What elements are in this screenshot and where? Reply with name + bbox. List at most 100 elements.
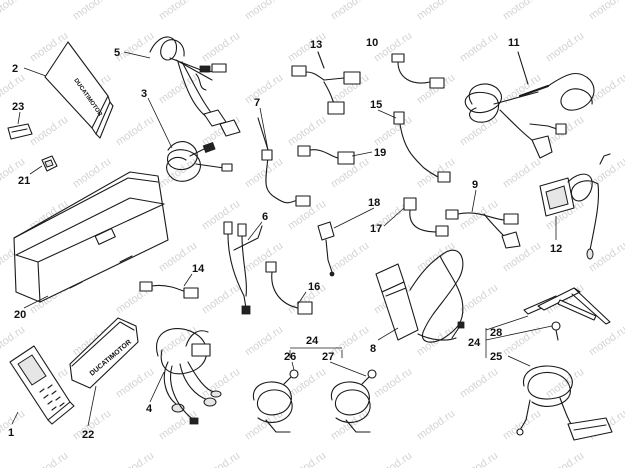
watermark-text: motod.ru — [501, 408, 543, 443]
callout-25: 25 — [490, 351, 502, 363]
callout-9: 9 — [472, 179, 478, 191]
watermark-text: motod.ru — [157, 408, 199, 443]
part-cable-26 — [252, 369, 299, 433]
watermark-text: motod.ru — [329, 240, 371, 275]
watermark-text: motod.ru — [243, 72, 285, 107]
part-cable-6 — [223, 221, 263, 315]
part-module-18 — [317, 221, 335, 277]
watermark-text: motod.ru — [28, 450, 70, 468]
watermark-text: motod.ru — [200, 282, 242, 317]
watermark-text: motod.ru — [587, 324, 625, 359]
watermark-text: motod.ru — [501, 0, 543, 22]
callout-12: 12 — [550, 243, 562, 255]
callout-24-top: 24 — [306, 335, 319, 347]
watermark-text: motod.ru — [415, 0, 457, 22]
watermark-text: motod.ru — [243, 324, 285, 359]
watermark-text: motod.ru — [157, 156, 199, 191]
part-clamp-meter — [375, 249, 465, 343]
callout-28: 28 — [490, 327, 502, 339]
part-cable-7 — [257, 117, 311, 207]
watermark-text: motod.ru — [71, 0, 113, 22]
callout-7: 7 — [254, 97, 260, 109]
part-cable-5 — [149, 36, 241, 137]
part-manual: DUCATIMOTOR — [44, 41, 114, 139]
part-cable-17 — [403, 197, 449, 237]
leader-lines — [11, 51, 557, 427]
callout-26: 26 — [284, 351, 296, 363]
watermark-text: motod.ru — [501, 156, 543, 191]
watermark-text: motod.ru — [458, 366, 500, 401]
watermark-text: motod.ru — [114, 30, 156, 65]
watermark-text: motod.ru — [243, 240, 285, 275]
watermark-text: motod.ru — [415, 156, 457, 191]
part-cable-16 — [265, 261, 313, 315]
callout-15: 15 — [370, 99, 382, 111]
part-cable-4 — [155, 328, 222, 425]
callout-18: 18 — [368, 197, 380, 209]
callout-8: 8 — [370, 343, 376, 355]
part-clip — [41, 155, 58, 172]
watermark-text: motod.ru — [157, 0, 199, 22]
watermark-text: motod.ru — [286, 450, 328, 468]
callout-24-right: 24 — [468, 337, 481, 349]
part-cable-10 — [391, 53, 445, 89]
watermark-text: motod.ru — [372, 450, 414, 468]
callout-14: 14 — [192, 263, 205, 275]
watermark-text: motod.ru — [458, 450, 500, 468]
part-tag — [7, 123, 33, 140]
watermark-text: motod.ru — [372, 366, 414, 401]
part-cable-25 — [516, 365, 613, 441]
watermark-text: motod.ru — [458, 198, 500, 233]
callout-1: 1 — [8, 427, 14, 439]
watermark-text: motod.ru — [329, 324, 371, 359]
part-cable-19 — [297, 145, 355, 165]
part-tool-case — [13, 171, 169, 303]
callout-13: 13 — [310, 39, 322, 51]
part-cable-9 — [445, 209, 521, 249]
watermark-text: motod.ru — [200, 30, 242, 65]
callout-16: 16 — [308, 281, 320, 293]
watermark-text: motod.ru — [415, 408, 457, 443]
callout-3: 3 — [141, 88, 147, 100]
watermark-text: motod.ru — [372, 114, 414, 149]
callout-5: 5 — [114, 47, 120, 59]
callout-21: 21 — [18, 175, 30, 187]
watermark-text: motod.ru — [114, 366, 156, 401]
part-cable-15 — [393, 111, 451, 183]
callout-20: 20 — [14, 309, 26, 321]
watermark-text: motod.ru — [544, 30, 586, 65]
watermark-text: motod.ru — [458, 282, 500, 317]
watermark-text: motod.ru — [458, 30, 500, 65]
callout-19: 19 — [374, 147, 386, 159]
part-cable-27 — [330, 369, 377, 433]
watermark-text: motod.ru — [114, 114, 156, 149]
watermark-text: motod.ru — [286, 114, 328, 149]
watermark-text: motod.ru — [415, 72, 457, 107]
callout-23: 23 — [12, 101, 24, 113]
part-module-12 — [539, 153, 611, 260]
callout-2: 2 — [12, 63, 18, 75]
part-cable-11 — [464, 51, 595, 159]
watermark-text: motod.ru — [587, 0, 625, 22]
watermark-text: motod.ru — [0, 0, 27, 22]
watermark-text: motod.ru — [243, 156, 285, 191]
callout-6: 6 — [262, 211, 268, 223]
callout-17: 17 — [370, 223, 382, 235]
watermark-text: motod.ru — [458, 114, 500, 149]
callout-4: 4 — [146, 403, 153, 415]
part-cable-13 — [291, 51, 361, 115]
watermark-text: motod.ru — [415, 240, 457, 275]
watermark-text: motod.ru — [28, 114, 70, 149]
callout-labels: 2 5 3 23 21 7 13 10 11 15 19 18 17 9 12 … — [8, 37, 562, 441]
watermark-text: motod.ru — [329, 0, 371, 22]
watermark-text: motod.ru — [243, 0, 285, 22]
callout-10: 10 — [366, 37, 378, 49]
part-brackets — [523, 287, 611, 341]
part-cable-3 — [166, 141, 233, 182]
watermark-text: motod.ru — [114, 450, 156, 468]
callout-11: 11 — [508, 37, 520, 49]
callout-27: 27 — [322, 351, 334, 363]
part-cable-14 — [139, 281, 199, 299]
watermark-text: motod.ru — [544, 450, 586, 468]
